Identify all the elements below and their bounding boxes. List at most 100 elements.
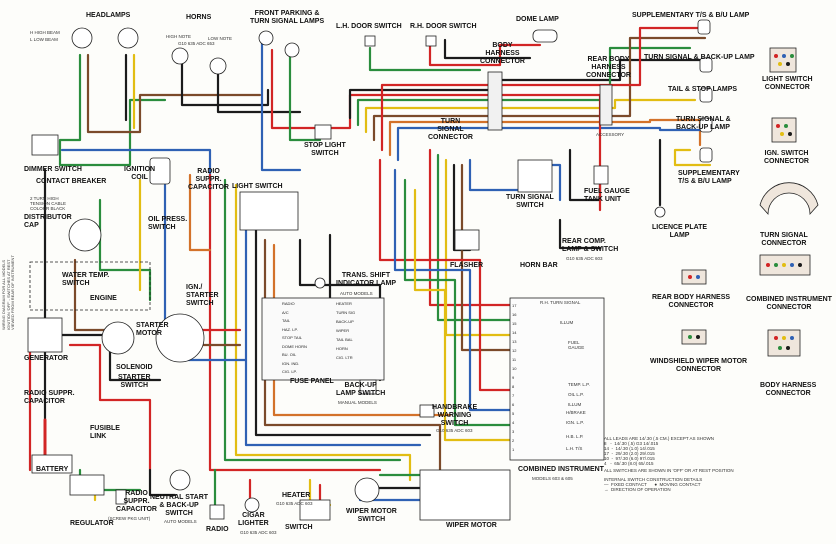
ts-bu-lamp-symbol xyxy=(699,57,713,73)
fuse-row-label-right: TURN SIG xyxy=(336,310,356,315)
turn-signal-switch-symbol xyxy=(517,159,553,193)
instrument-pin-number: 16 xyxy=(512,312,517,317)
label-manual-models: MANUAL MODELS xyxy=(338,400,377,405)
label-heater-part: G10 635 ADC 603 xyxy=(276,501,313,506)
fuse-row-label-right: BACK-UP xyxy=(336,319,354,324)
wiper-switch-symbol xyxy=(354,477,380,503)
tail-stop-lamp-symbol xyxy=(699,87,713,103)
engine-block-symbol xyxy=(29,261,151,311)
label-tail-stop: TAIL & STOP LAMPS xyxy=(668,86,738,93)
headlamp-left-symbol xyxy=(71,27,93,49)
label-high-note: HIGH NOTE xyxy=(166,34,192,39)
label-fuse-panel: FUSE PANEL xyxy=(290,378,334,385)
horn-left-symbol xyxy=(171,47,189,65)
label-horns: HORNS xyxy=(186,14,212,21)
battery-symbol xyxy=(31,454,73,474)
wire-left-blue xyxy=(163,183,187,332)
label-ign-starter: IGN./ STARTER SWITCH xyxy=(186,284,219,307)
label-legend-note: INTERNAL SWITCH CONSTRUCTION DETAILS — F… xyxy=(604,477,703,492)
fuse-row-label: RADIO xyxy=(282,301,295,306)
regulator-symbol xyxy=(69,474,105,496)
fuse-row-label: IGN. IND. xyxy=(282,360,300,366)
wire-main-blue xyxy=(244,208,422,447)
label-wiper-motor-switch: WIPER MOTOR SWITCH xyxy=(346,508,397,523)
label-turn-signal-backup: TURN SIGNAL & BACK-UP LAMP xyxy=(644,54,755,61)
dome-lamp-symbol xyxy=(532,29,558,43)
wire-rear-comp xyxy=(558,218,602,250)
licence-plate-lamp-symbol xyxy=(654,206,666,218)
dimmer-switch-symbol xyxy=(31,134,59,156)
label-stop-light-switch: STOP LIGHT SWITCH xyxy=(304,142,346,157)
neutral-start-switch-symbol xyxy=(169,469,191,491)
label-hi-beam: H HIGH BEAM xyxy=(30,30,60,35)
label-handbrake-part: G10 635 ADC 603 xyxy=(436,428,473,433)
label-rear-comp-part: G10 635 ADC 603 xyxy=(566,256,603,261)
wire-front-red xyxy=(270,48,602,130)
wire-top-red xyxy=(380,26,702,152)
label-headlamps: HEADLAMPS xyxy=(86,12,131,19)
wire-dome-black xyxy=(443,38,532,60)
label-accessory: ACCESSORY xyxy=(596,132,625,137)
horn-right-symbol xyxy=(209,57,227,75)
wire-left-orange xyxy=(188,173,212,252)
lh-door-switch-symbol xyxy=(364,35,376,47)
fuse-row-label-right: TAIL BAL xyxy=(336,337,353,342)
label-horn-bar: HORN BAR xyxy=(520,262,558,269)
radio-cap-bottom-symbol xyxy=(115,489,127,505)
instrument-pin-number: 9 xyxy=(512,375,515,380)
wire-top-yellow xyxy=(364,98,697,134)
label-oil-press: OIL PRESS. SWITCH xyxy=(148,216,188,231)
label-ign-switch-connector: IGN. SWITCH CONNECTOR xyxy=(764,150,809,165)
wire-cross-yellow xyxy=(413,188,522,442)
fuse-row-label-right: HORN xyxy=(336,346,348,351)
label-low-note: LOW NOTE xyxy=(208,36,233,41)
label-regulator: REGULATOR xyxy=(70,520,114,527)
label-tension-note: 2 TURN HIGH TENSION CABLE COLOUR BLACK xyxy=(30,196,67,211)
label-contact-breaker: CONTACT BREAKER xyxy=(36,178,107,185)
label-body-harness-connector: BODY HARNESS CONNECTOR xyxy=(480,42,525,65)
handbrake-switch-symbol xyxy=(419,404,435,418)
front-lamp-right-symbol xyxy=(284,42,300,58)
label-oil-lp: OIL L.P. xyxy=(568,392,584,397)
instrument-pin-number: 1 xyxy=(512,447,515,452)
label-turn-signal-connector: TURN SIGNAL CONNECTOR xyxy=(428,118,473,141)
label-switch-note: ALL SWITCHES ARE SHOWN IN 'OFF' OR AT RE… xyxy=(604,468,734,473)
fuse-row-label: A/C xyxy=(282,309,289,315)
starter-motor-symbol xyxy=(101,321,135,355)
ignition-coil-symbol xyxy=(149,157,171,185)
flasher-symbol xyxy=(454,229,480,251)
label-dimmer-switch: DIMMER SWITCH xyxy=(24,166,82,173)
label-light-switch: LIGHT SWITCH xyxy=(232,183,283,190)
instrument-pin-number: 11 xyxy=(512,357,517,362)
label-front-parking: FRONT PARKING & TURN SIGNAL LAMPS xyxy=(250,10,325,25)
wire-main-red xyxy=(208,173,382,472)
label-neutral-start: NEUTRAL START & BACK-UP SWITCH xyxy=(150,494,209,517)
ts-bu-lamp2-symbol xyxy=(699,117,713,133)
wire-ts-red xyxy=(428,148,522,307)
label-lead-note: ALL LEADS ARE 14/.30 (.5 CM.) EXCEPT AS … xyxy=(604,436,715,466)
label-radio-suppr-cap-top: RADIO SUPPR. CAPACITOR xyxy=(188,168,229,191)
label-turn-signal-connector-right: TURN SIGNAL CONNECTOR xyxy=(760,232,808,247)
label-heater: HEATER xyxy=(282,492,311,499)
label-lo-beam: L LOW BEAM xyxy=(30,37,58,42)
cigar-lighter-symbol xyxy=(244,497,260,513)
label-horns-part: G10 635 ADC 653 xyxy=(178,41,215,46)
wire-licence-yellow xyxy=(673,148,712,167)
label-trans-shift: TRANS. SHIFT INDICATOR LAMP xyxy=(336,272,397,287)
label-turn-signal-switch: TURN SIGNAL SWITCH xyxy=(506,194,554,209)
label-combined-instrument-connector: COMBINED INSTRUMENT CONNECTOR xyxy=(746,296,832,311)
wiper-connector-symbol xyxy=(681,329,707,345)
label-radio-cap-note: (SCREW PKG UNIT) xyxy=(108,516,151,521)
wire-headlamp-green xyxy=(58,53,167,167)
wire-ts-green xyxy=(436,153,522,322)
wire-dome-green xyxy=(368,46,482,72)
instrument-pin-number: 6 xyxy=(512,402,515,407)
instrument-pin-number: 12 xyxy=(512,348,517,353)
wire-front-blue xyxy=(260,38,302,172)
label-rear-comp-lamp: REAR COMP. LAMP & SWITCH xyxy=(562,238,619,253)
turn-signal-connector-symbol xyxy=(759,182,819,216)
label-rear-body-harness: REAR BODY HARNESS CONNECTOR xyxy=(586,56,631,79)
label-radio-suppr-cap-left: RADIO SUPPR. CAPACITOR xyxy=(24,390,75,405)
fuse-panel-symbol xyxy=(261,297,385,381)
